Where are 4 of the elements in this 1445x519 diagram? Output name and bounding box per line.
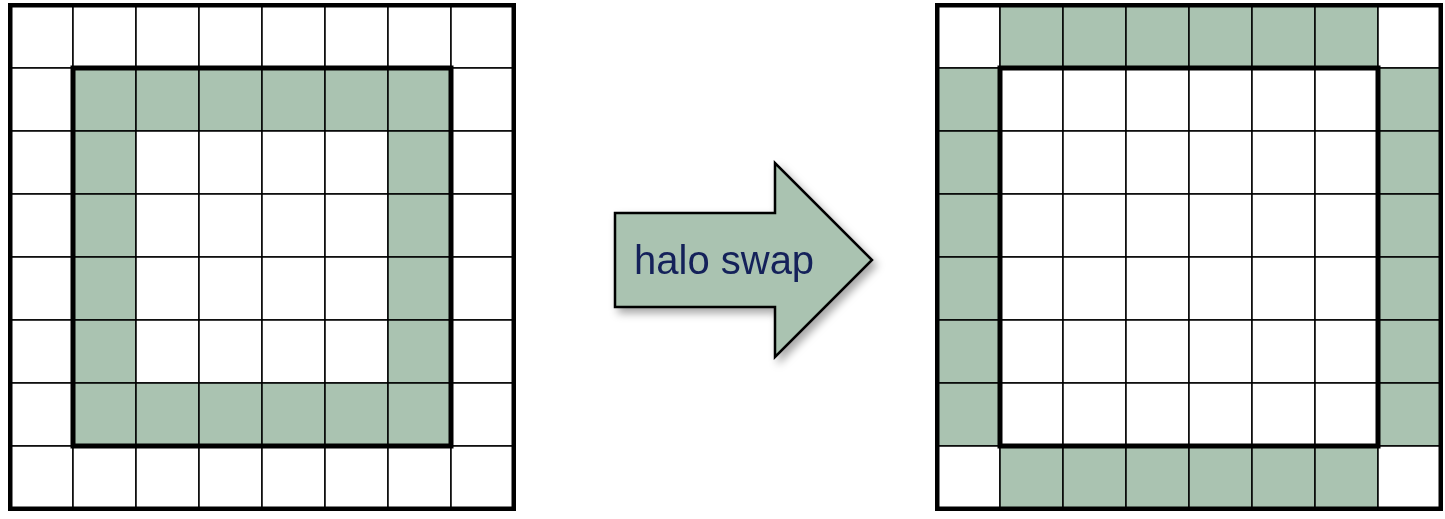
block-arrow [613, 160, 874, 360]
grid-drawing [935, 3, 1443, 511]
grid-drawing [8, 3, 516, 511]
edge-label: halo swap [634, 238, 815, 283]
